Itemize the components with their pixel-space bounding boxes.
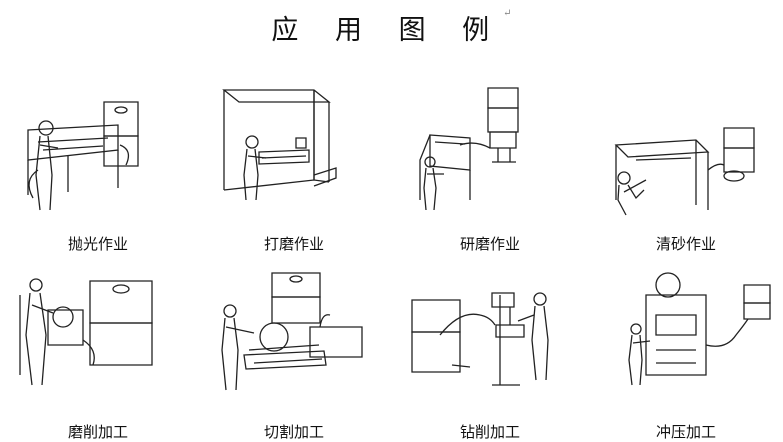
caption: 打磨作业 — [263, 235, 324, 253]
grinding-machining-illustration — [8, 255, 188, 405]
lapping-illustration — [400, 70, 580, 220]
sand-cleaning-illustration — [596, 70, 776, 220]
figure-lapping: 研磨作业 — [392, 70, 588, 255]
figure-grinding-machining: 磨削加工 — [0, 255, 196, 441]
caption: 冲压加工 — [655, 423, 716, 441]
caption: 磨削加工 — [67, 423, 128, 441]
figure-drilling: 钻削加工 — [392, 255, 588, 441]
grinding-illustration — [204, 70, 384, 220]
caption: 切割加工 — [263, 423, 324, 441]
cutting-illustration — [204, 255, 384, 405]
figure-polishing: 抛光作业 — [0, 70, 196, 255]
return-mark-icon: ↵ — [503, 8, 512, 19]
polishing-illustration — [8, 70, 188, 220]
figure-stamping: 冲压加工 — [588, 255, 783, 441]
figure-sand-cleaning: 清砂作业 — [588, 70, 783, 255]
caption: 研磨作业 — [459, 235, 520, 253]
page-title: 应 用 图 例↵ — [0, 8, 783, 47]
caption: 钻削加工 — [459, 423, 520, 441]
drilling-illustration — [400, 255, 580, 405]
title-text: 应 用 图 例 — [271, 15, 504, 46]
caption: 抛光作业 — [67, 235, 128, 253]
caption: 清砂作业 — [655, 235, 716, 253]
stamping-illustration — [596, 255, 776, 405]
figure-grinding: 打磨作业 — [196, 70, 392, 255]
application-grid: 抛光作业 打磨作业 研磨作业 清砂作业 — [0, 70, 783, 441]
figure-cutting: 切割加工 — [196, 255, 392, 441]
